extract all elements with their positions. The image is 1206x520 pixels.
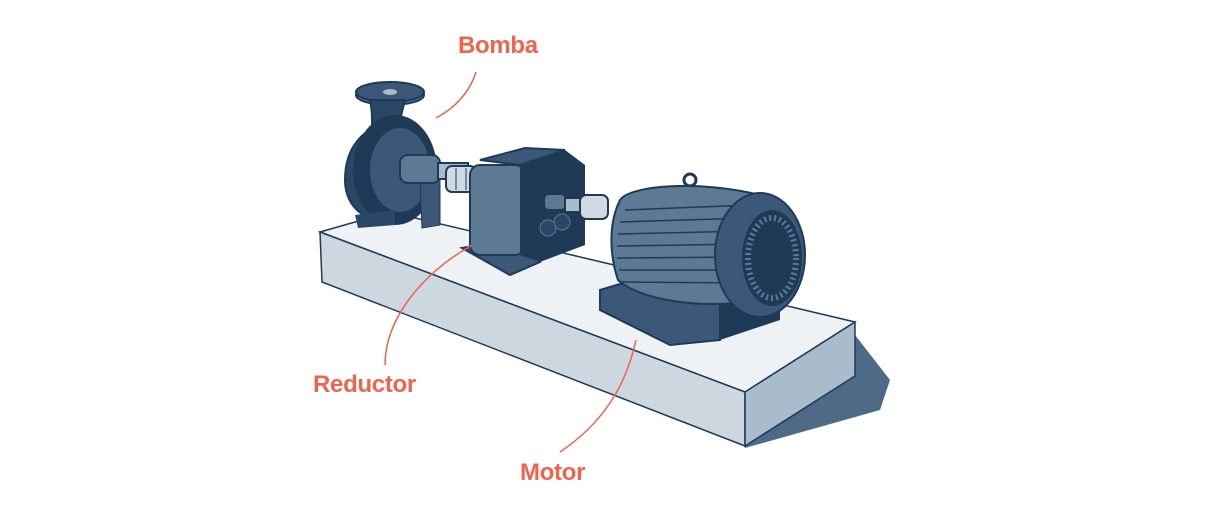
motor <box>599 172 806 347</box>
motor-leader-line <box>559 339 637 453</box>
pump-label: Bomba <box>458 32 538 59</box>
reducer-label: Reductor <box>313 371 416 398</box>
motor-label: Motor <box>520 459 586 486</box>
coupling-right <box>564 194 609 220</box>
pump <box>343 81 469 229</box>
reducer <box>459 146 585 277</box>
pump-leader-line <box>435 71 477 119</box>
reducer-leader-line <box>384 244 473 366</box>
